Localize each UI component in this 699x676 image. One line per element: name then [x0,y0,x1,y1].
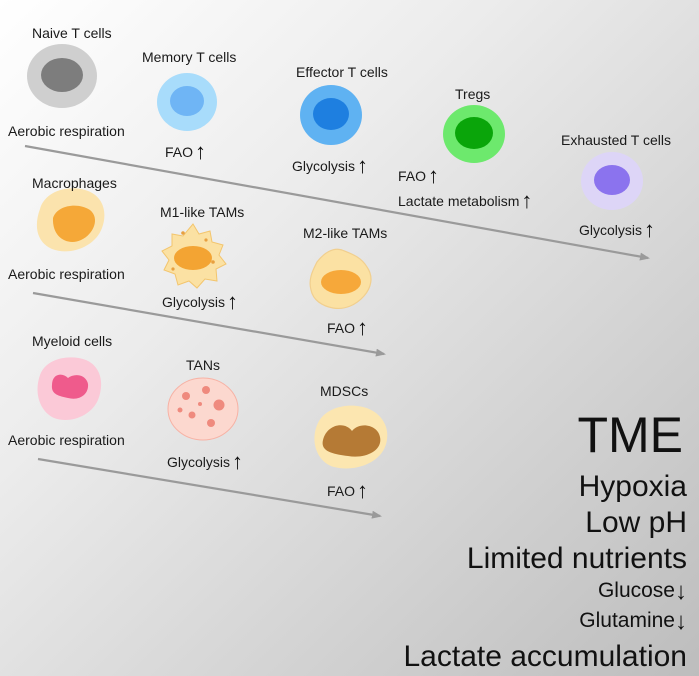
tregs-lactate-label: Lactate metabolism↑ [398,188,533,213]
tme-glucose: Glucose↓ [597,578,687,605]
down-arrow-icon: ↓ [675,578,687,605]
up-arrow-icon: ↑ [232,449,244,474]
effector-t-cells-label: Effector T cells [296,64,388,80]
naive-aerobic-label: Aerobic respiration [8,123,125,139]
treg-cell-icon [443,105,505,163]
effector-glycolysis-label: Glycolysis↑ [292,153,369,178]
tme-hypoxia: Hypoxia [578,470,687,503]
tme-low-ph: Low pH [585,506,687,539]
tme-lactate-accumulation: Lactate accumulation [403,640,687,673]
tan-cell-icon [167,377,239,441]
tregs-label: Tregs [455,86,491,102]
up-arrow-icon: ↑ [644,217,656,242]
up-arrow-icon: ↑ [227,289,239,314]
macrophage-trend-arrow [32,291,386,357]
exhausted-glycolysis-label: Glycolysis↑ [579,217,656,242]
m2-tam-cell-icon [309,248,372,310]
tme-glutamine: Glutamine↓ [579,608,687,635]
myeloid-cell-icon [37,357,102,420]
exhausted-t-cells-label: Exhausted T cells [561,132,671,148]
up-arrow-icon: ↑ [357,315,369,340]
m2-fao-label: FAO↑ [327,315,369,340]
up-arrow-icon: ↑ [357,153,369,178]
naive-t-cell-icon [27,44,97,108]
mdscs-fao-label: FAO↑ [327,478,369,503]
mdsc-cell-icon [314,405,388,469]
up-arrow-icon: ↑ [357,478,369,503]
tregs-fao-label: FAO↑ [398,163,440,188]
tans-label: TANs [186,357,220,373]
memory-t-cells-label: Memory T cells [142,49,237,65]
naive-t-cells-label: Naive T cells [32,25,112,41]
tme-limited-nutrients: Limited nutrients [466,542,687,575]
t-cell-trend-arrow [24,144,650,261]
myeloid-trend-arrow [37,457,382,519]
m1-glycolysis-label: Glycolysis↑ [162,289,239,314]
macrophage-aerobic-label: Aerobic respiration [8,266,125,282]
memory-fao-label: FAO↑ [165,139,207,164]
exhausted-t-cell-icon [581,152,643,210]
mdscs-label: MDSCs [320,383,369,399]
m1-tams-label: M1-like TAMs [160,204,245,220]
up-arrow-icon: ↑ [195,139,207,164]
myeloid-cells-label: Myeloid cells [32,333,113,349]
m2-tams-label: M2-like TAMs [303,225,388,241]
down-arrow-icon: ↓ [675,608,687,635]
tans-glycolysis-label: Glycolysis↑ [167,449,244,474]
effector-t-cell-icon [300,85,362,145]
memory-t-cell-icon [157,73,217,131]
m1-tam-cell-icon [161,223,227,289]
up-arrow-icon: ↑ [521,188,533,213]
myeloid-aerobic-label: Aerobic respiration [8,432,125,448]
up-arrow-icon: ↑ [428,163,440,188]
tme-title: TME [577,407,683,463]
macrophage-icon [36,188,105,252]
macrophages-label: Macrophages [32,175,117,191]
